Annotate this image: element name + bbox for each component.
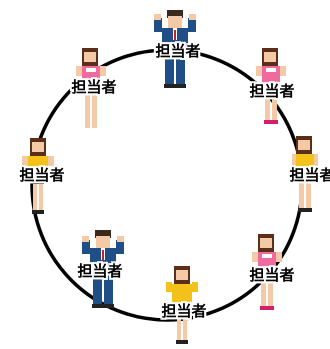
node-label: 担当者	[155, 42, 201, 60]
node-bottom-right: 担当者	[249, 230, 312, 316]
node-label: 担当者	[289, 166, 330, 184]
woman-yellow-shirt-icon	[22, 138, 54, 214]
node-right: 担当者	[289, 132, 330, 218]
node-bottom: 担当者	[161, 262, 224, 348]
man-in-suit-icon	[82, 230, 124, 308]
node-bottom-left: 担当者	[76, 226, 136, 312]
node-label: 担当者	[249, 266, 295, 284]
node-top-right: 担当者	[249, 44, 312, 130]
node-top-left: 担当者	[71, 44, 134, 130]
woman-pink-shirt-icon	[76, 48, 106, 128]
woman-yellow-shirt-icon	[166, 266, 198, 344]
woman-pink-shirt-icon	[256, 48, 286, 124]
node-left: 担当者	[19, 134, 80, 220]
node-label: 担当者	[71, 78, 117, 96]
node-label: 担当者	[249, 82, 295, 100]
woman-yellow-shirt-icon	[292, 136, 318, 212]
node-label: 担当者	[77, 262, 123, 280]
woman-pink-shirt-icon	[252, 234, 282, 310]
node-label: 担当者	[161, 302, 207, 320]
man-in-suit-icon	[154, 10, 196, 88]
node-label: 担当者	[19, 166, 65, 184]
node-top: 担当者	[148, 6, 208, 92]
